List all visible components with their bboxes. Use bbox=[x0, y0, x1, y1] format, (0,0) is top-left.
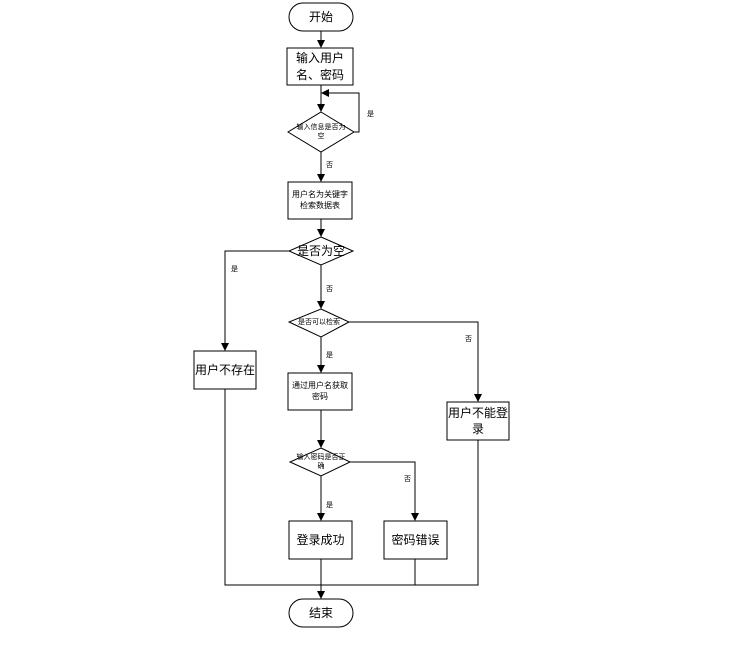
edge-label-no-empty: 否 bbox=[326, 161, 333, 169]
login-success-box bbox=[288, 520, 353, 560]
search-label: 用户名为关键字 检索数据表 bbox=[292, 189, 348, 210]
password-error-label: 密码错误 bbox=[391, 532, 440, 547]
input-box bbox=[286, 47, 354, 86]
get-password-box bbox=[287, 372, 353, 411]
start-label: 开始 bbox=[308, 9, 333, 24]
check-password-label: 输入密码是否正 确 bbox=[296, 452, 346, 470]
edge-label-no-null: 否 bbox=[326, 285, 333, 293]
user-not-exist-box bbox=[193, 350, 257, 390]
cannot-login-box bbox=[446, 401, 510, 441]
end-label: 结束 bbox=[308, 605, 333, 620]
check-null-label: 是否为空 bbox=[296, 243, 345, 258]
edge-label-yes-password: 是 bbox=[326, 501, 333, 509]
end-terminal bbox=[288, 598, 354, 628]
cannot-login-label: 用户不能登 录 bbox=[447, 405, 508, 436]
edge-label-yes-search: 是 bbox=[326, 351, 333, 359]
can-search-label: 是否可以检索 bbox=[298, 318, 340, 327]
edge-label-yes-loop: 是 bbox=[367, 110, 374, 118]
input-label: 输入用户 名、密码 bbox=[295, 51, 344, 82]
search-box bbox=[287, 181, 353, 220]
edge-label-no-search: 否 bbox=[465, 335, 472, 343]
edge-label-yes-null: 是 bbox=[231, 265, 238, 273]
edge-label-no-password: 否 bbox=[404, 475, 411, 483]
user-not-exist-label: 用户不存在 bbox=[194, 362, 255, 377]
get-password-label: 通过用户名获取 密码 bbox=[292, 380, 348, 401]
login-success-label: 登录成功 bbox=[296, 532, 345, 547]
password-error-box bbox=[383, 520, 448, 560]
check-empty-input-label: 输入信息是否为 空 bbox=[296, 122, 346, 140]
